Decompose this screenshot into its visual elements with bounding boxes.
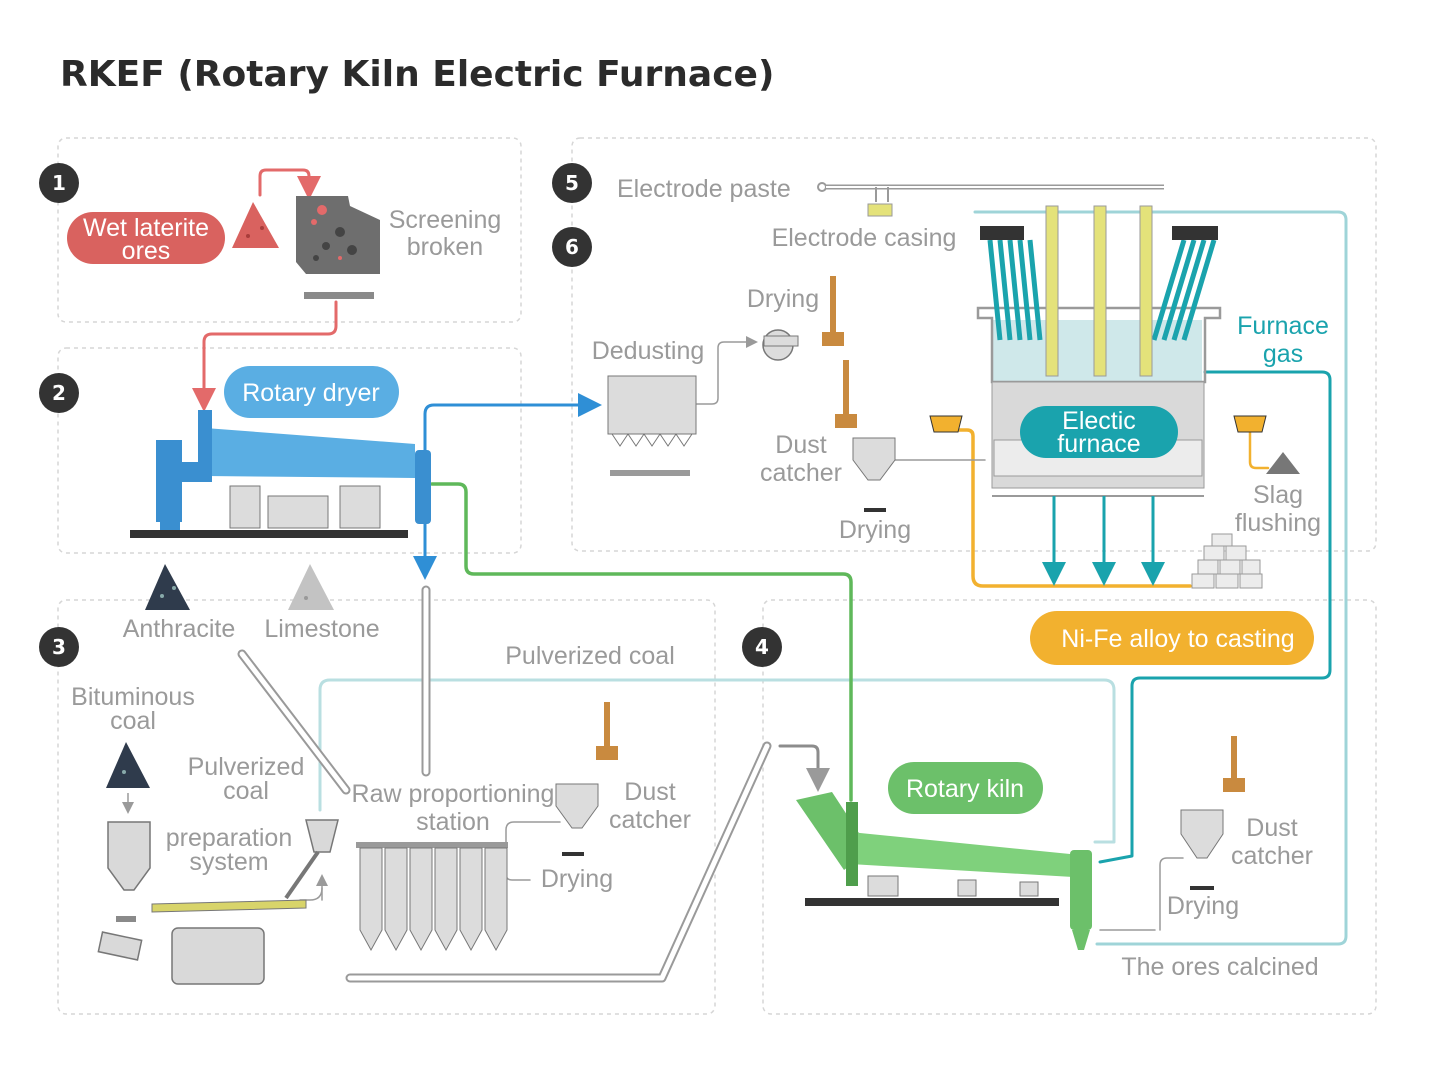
drying-bottom-label: Drying (839, 516, 911, 544)
dust-catcher-6-line1: Dust (775, 431, 826, 459)
rotary-kiln-machine (796, 792, 1092, 950)
dust-catcher-4-icon (1180, 736, 1245, 890)
dust-catcher-4-line2: catcher (1231, 842, 1313, 870)
step-4-marker: 4 (742, 627, 782, 667)
bituminous-label-line2: coal (110, 707, 156, 735)
screening-label-line1: Screening (389, 206, 502, 234)
limestone-pile-icon (288, 564, 334, 610)
dust-catcher-6-icon (835, 360, 896, 512)
electrode-paste-label: Electrode paste (617, 175, 791, 203)
pulverized-coal-line-label: Pulverized coal (505, 642, 675, 670)
anthracite-pile-icon (145, 564, 190, 610)
furnace-outlet-arrows (1042, 496, 1165, 586)
svg-text:2: 2 (52, 381, 66, 405)
flow-lines (192, 168, 1348, 946)
furnace-gas-line2: gas (1263, 340, 1303, 368)
slag-label-line1: Slag (1253, 481, 1303, 509)
pulverized-coal-label-line1: Pulverized (188, 753, 305, 781)
dedusting-label: Dedusting (592, 337, 705, 365)
section-4: Rotary kiln Dust catcher Drying The ores… (796, 736, 1319, 981)
electrode-paste-pipe (817, 182, 1164, 217)
dust-catcher-3-icon (555, 702, 618, 856)
dust-catcher-3-line1: Dust (624, 778, 675, 806)
electric-furnace-line1: Electic (1062, 407, 1136, 435)
electric-furnace-machine (929, 205, 1267, 497)
furnace-gas-line (1098, 370, 1332, 864)
electric-furnace-pill (1020, 406, 1178, 458)
proportioning-silos (356, 842, 508, 952)
furnace-gas-line1: Furnace (1237, 312, 1329, 340)
rotary-kiln-label: Rotary kiln (906, 775, 1024, 803)
anthracite-label: Anthracite (123, 615, 236, 643)
svg-text:6: 6 (565, 235, 579, 259)
step-2-marker: 2 (39, 373, 79, 413)
step-5-marker: 5 (552, 163, 592, 203)
svg-text:4: 4 (755, 635, 769, 659)
slag-label-line2: flushing (1235, 509, 1321, 537)
diagram-title: RKEF (Rotary Kiln Electric Furnace) (60, 54, 774, 95)
screening-label-line2: broken (407, 233, 483, 261)
rotary-dryer-label: Rotary dryer (242, 379, 380, 407)
svg-text:3: 3 (52, 635, 66, 659)
electrode-casing-label: Electrode casing (772, 224, 957, 252)
drying-3-label: Drying (541, 865, 613, 893)
ore-pile-icon (232, 202, 279, 248)
fan-icon (762, 276, 844, 361)
step-6-marker: 6 (552, 227, 592, 267)
ores-calcined-label: The ores calcined (1121, 953, 1318, 981)
conveyors (237, 585, 772, 983)
rotary-kiln-pill (888, 762, 1043, 814)
limestone-label: Limestone (264, 615, 379, 643)
alloy-line-orange (953, 428, 1192, 588)
rotary-dryer-pill (224, 366, 399, 418)
ingot-stack-icon (1191, 533, 1263, 589)
calcined-return-line (973, 210, 1348, 946)
dryer-to-dedusting-blue (423, 393, 602, 452)
slag-line-orange (1248, 430, 1270, 470)
section-frames (57, 137, 1377, 1015)
step-1-marker: 1 (39, 163, 79, 203)
ores-label-line1: Wet laterite (83, 214, 209, 242)
drying-top-label: Drying (747, 285, 819, 313)
screening-crusher-icon (296, 196, 380, 299)
section-2: Rotary dryer (130, 366, 431, 538)
bituminous-label-line1: Bituminous (71, 683, 195, 711)
ores-label-line2: ores (122, 237, 171, 265)
preparation-label-line1: preparation (166, 824, 292, 852)
slag-pile-icon (1266, 452, 1300, 474)
electric-furnace-line2: furnace (1057, 430, 1140, 458)
ni-fe-alloy-label: Ni-Fe alloy to casting (1061, 625, 1294, 653)
step-3-marker: 3 (39, 627, 79, 667)
dust-catcher-3-line2: catcher (609, 806, 691, 834)
dedusting-filter-icon (607, 375, 697, 476)
ni-fe-alloy-pill (1030, 611, 1314, 665)
raw-proportioning-label-line1: Raw proportioning (352, 780, 555, 808)
dust-catcher-4-line1: Dust (1246, 814, 1297, 842)
ores-to-dryer-red (192, 300, 338, 412)
section-5-6: Electrode paste Electrode casing Dedusti… (592, 175, 1329, 665)
pulverized-coal-line (318, 678, 1116, 844)
coal-preparation-machines (97, 819, 339, 985)
dust-catcher-6-line2: catcher (760, 459, 842, 487)
bituminous-pile-icon (106, 742, 150, 788)
section-3: Anthracite Limestone Bituminous coal Pul… (71, 564, 691, 985)
section-1: Wet laterite ores Screening broken (67, 196, 501, 299)
drying-4-label: Drying (1167, 892, 1239, 920)
wet-laterite-ores-pill (67, 212, 225, 264)
svg-text:1: 1 (52, 171, 66, 195)
preparation-label-line2: system (189, 848, 268, 876)
step-markers: 1 2 3 4 5 6 (39, 163, 782, 667)
raw-proportioning-label-line2: station (416, 808, 490, 836)
rotary-dryer-machine (130, 410, 431, 538)
dryer-to-kiln-green (430, 482, 853, 802)
svg-text:5: 5 (565, 171, 579, 195)
ores-flow-red (258, 168, 321, 200)
pulverized-coal-label-line2: coal (223, 777, 269, 805)
